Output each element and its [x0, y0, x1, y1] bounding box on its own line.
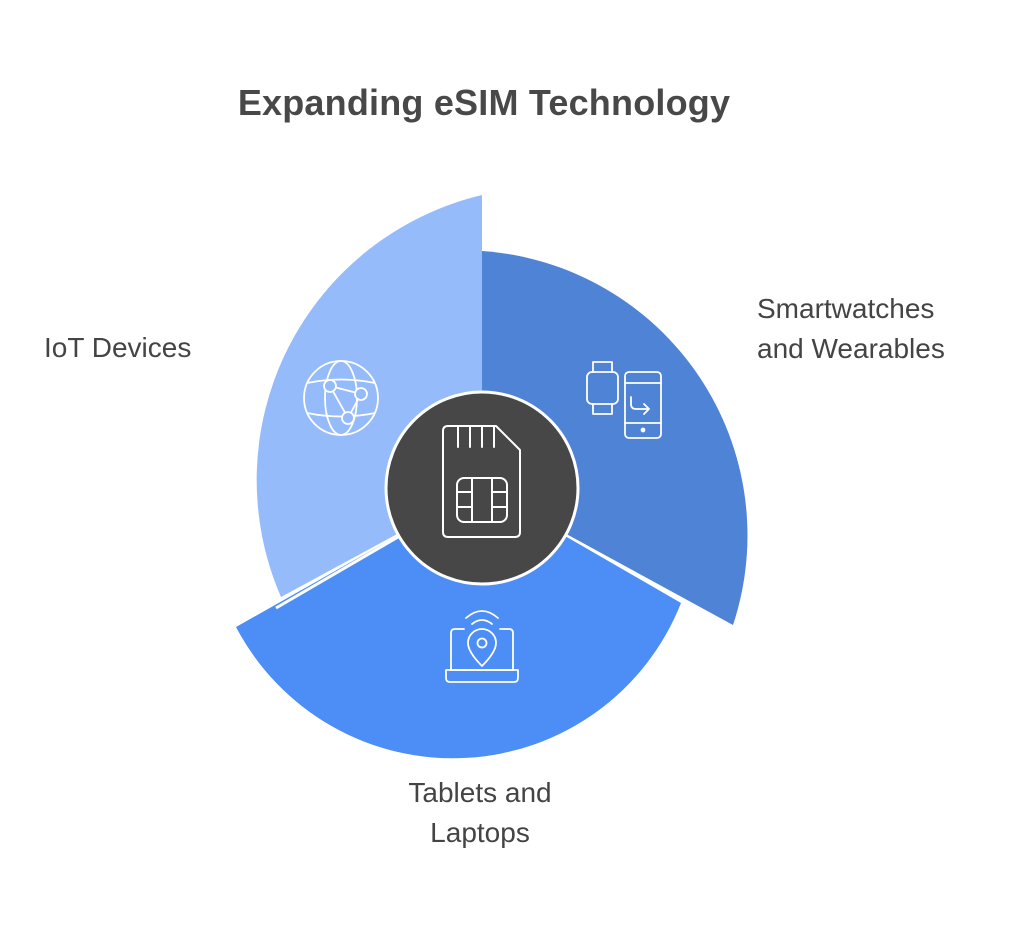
- label-tablets-line-1: Tablets and: [408, 777, 552, 808]
- sim-card-icon: [442, 425, 521, 538]
- label-tablets-laptops: Tablets and Laptops: [380, 773, 580, 853]
- center-circle: [384, 390, 580, 586]
- label-wearables-line-1: Smartwatches: [757, 293, 935, 324]
- label-smartwatches-wearables: Smartwatches and Wearables: [757, 289, 945, 369]
- label-iot-devices: IoT Devices: [44, 328, 191, 368]
- label-tablets-line-2: Laptops: [430, 817, 530, 848]
- segment-smartwatches-wearables: [482, 251, 748, 625]
- segment-tablets-laptops: [236, 488, 681, 759]
- globe-network-icon: [303, 360, 379, 436]
- label-iot-line-1: IoT Devices: [44, 332, 192, 363]
- diagram-title: Expanding eSIM Technology: [237, 82, 731, 123]
- laptop-location-icon: [445, 610, 519, 683]
- label-wearables-line-2: and Wearables: [757, 333, 945, 364]
- smartwatch-phone-icon: [586, 361, 662, 439]
